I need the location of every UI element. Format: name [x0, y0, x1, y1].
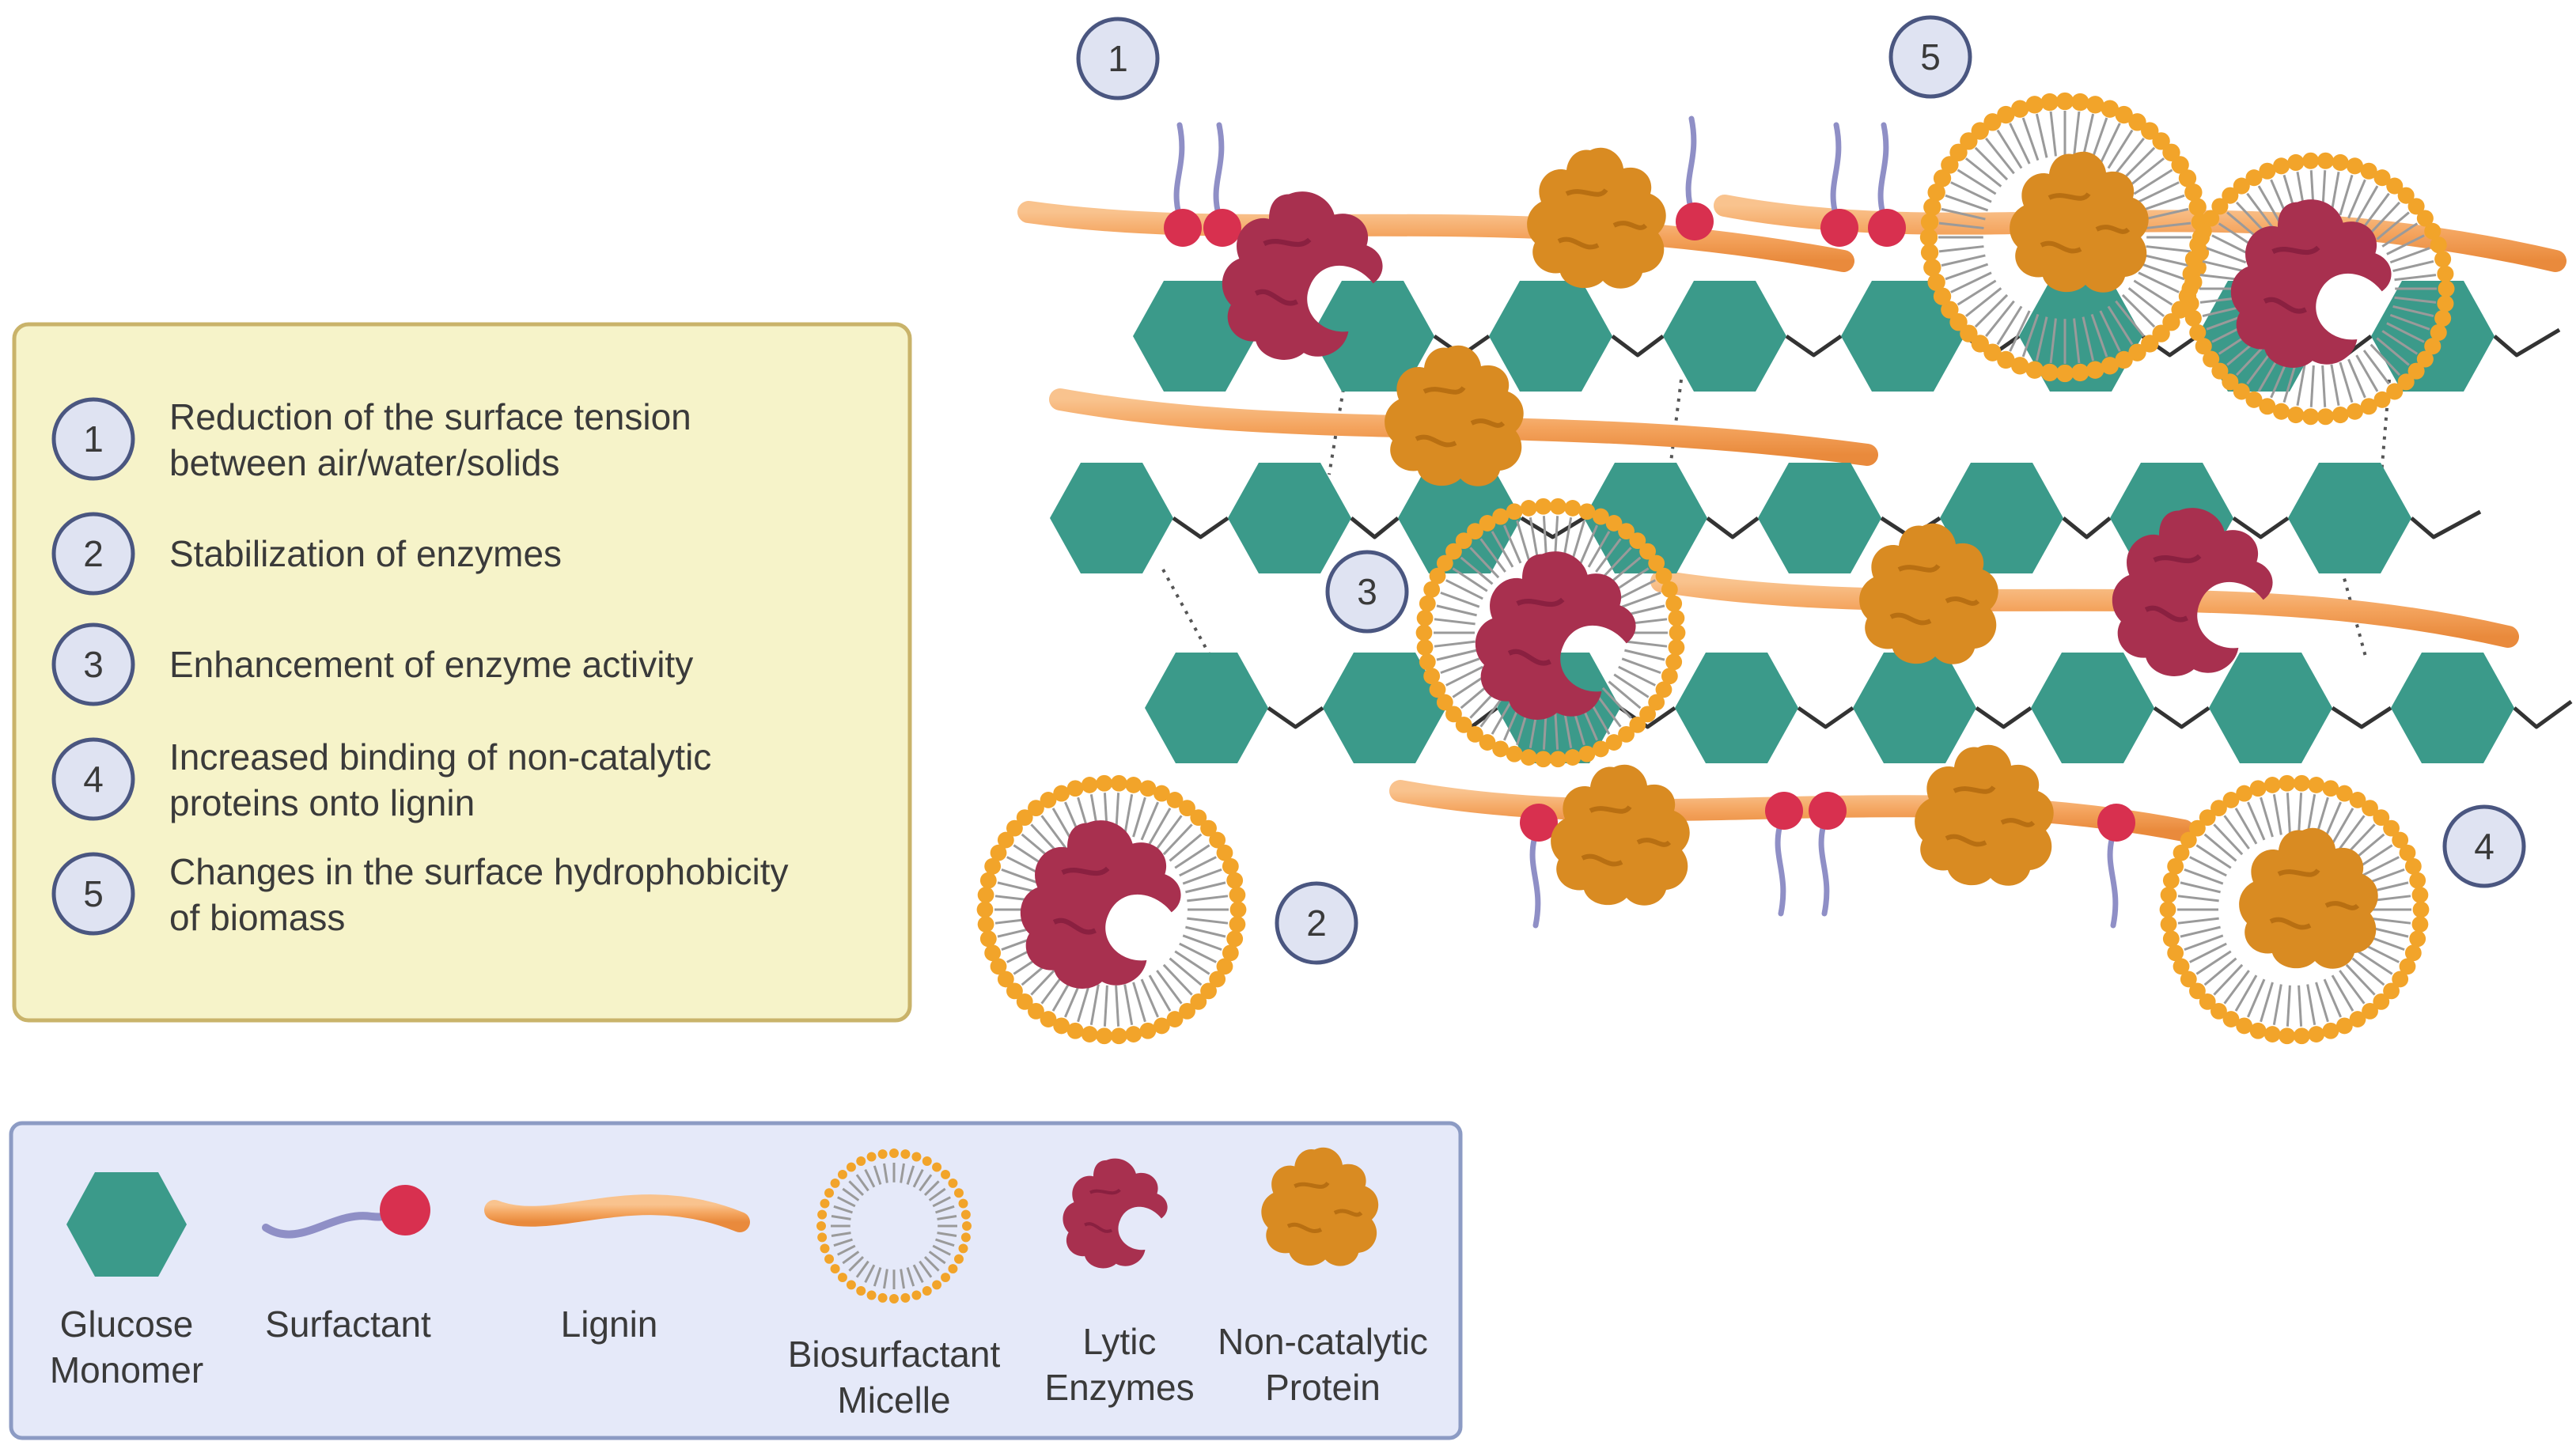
- surfactant: [2097, 804, 2135, 925]
- non-catalytic-protein: [1915, 745, 2054, 886]
- callout-number: 3: [83, 644, 104, 685]
- callout-2: 2: [1275, 881, 1358, 965]
- key-item-text: Changes in the surface hydrophobicity: [169, 851, 788, 892]
- glucose-monomer: [1050, 463, 1173, 573]
- glucose-monomer: [1675, 653, 1798, 763]
- key-number-3: 3: [51, 622, 135, 706]
- lytic-enzyme: [1021, 820, 1181, 989]
- legend-label: Non-catalytic: [1218, 1321, 1428, 1362]
- key-item-text: of biomass: [169, 897, 345, 938]
- glucose-monomer: [2031, 653, 2154, 763]
- glucose-monomer: [2209, 653, 2332, 763]
- glucose-monomer: [1758, 463, 1881, 573]
- key-number-4: 4: [51, 737, 135, 821]
- glucose-monomer: [1841, 281, 1964, 392]
- surfactant: [1809, 792, 1847, 914]
- callout-number: 4: [2474, 826, 2495, 867]
- glucose-monomer: [2288, 463, 2411, 573]
- callout-number: 2: [83, 533, 104, 574]
- lignin-strand: [1650, 570, 2519, 648]
- callout-markers: 1 5 3 2 4: [1076, 15, 2526, 965]
- legend-label: Micelle: [837, 1379, 950, 1421]
- biosurfactant-micelle: [976, 774, 1247, 1045]
- glucose-chain: [1050, 463, 2482, 573]
- surfactant: [1820, 125, 1858, 247]
- biosurfactant-micelle: [2159, 774, 2430, 1045]
- lignin-strand: [1017, 201, 1854, 272]
- legend-label: Protein: [1265, 1367, 1381, 1408]
- glucose-monomer: [1311, 281, 1434, 392]
- glucose-monomer: [2391, 653, 2514, 763]
- key-box: [12, 322, 912, 1023]
- callout-4: 4: [2442, 804, 2526, 888]
- biosurfactant-micelle: [1919, 92, 2210, 383]
- legend-label: Glucose: [60, 1304, 194, 1345]
- legend-label: Surfactant: [265, 1304, 431, 1345]
- callout-number: 2: [1306, 902, 1327, 944]
- key-number-1: 1: [51, 397, 135, 481]
- biosurfactant-micelle: [1415, 498, 1686, 768]
- glucose-monomer-icon: [66, 1172, 187, 1277]
- legend-label: Lytic: [1083, 1321, 1157, 1362]
- key-item-text: Stabilization of enzymes: [169, 533, 562, 574]
- key-list: 1 Reduction of the surface tension between…: [51, 396, 788, 938]
- surfactant: [1676, 119, 1714, 240]
- surfactant: [1203, 125, 1241, 247]
- glucose-monomer: [1323, 653, 1446, 763]
- legend-label: Monomer: [50, 1349, 203, 1391]
- glucose-monomer: [1489, 281, 1612, 392]
- non-catalytic-protein: [1551, 765, 1690, 906]
- glucose-monomer: [1145, 653, 1268, 763]
- biosurfactant-micelle: [2181, 152, 2455, 426]
- callout-number: 1: [83, 418, 104, 460]
- key-item-text: between air/water/solids: [169, 442, 559, 483]
- callout-number: 3: [1357, 571, 1377, 612]
- key-number-2: 2: [51, 512, 135, 596]
- non-catalytic-protein: [1527, 148, 1666, 289]
- legend-box: [9, 1121, 1463, 1440]
- legend-label: Biosurfactant: [788, 1334, 1001, 1375]
- biomass-illustration: [976, 92, 2573, 1045]
- legend-micelle: [816, 1148, 972, 1304]
- legend-label: Lignin: [561, 1304, 658, 1345]
- glucose-monomer: [1133, 281, 1256, 392]
- glucose-monomer: [1663, 281, 1786, 392]
- surfactant: [1868, 125, 1906, 247]
- glucose-monomer: [1398, 463, 1521, 573]
- surfactant: [1765, 792, 1803, 914]
- key-item-text: Increased binding of non-catalytic: [169, 736, 711, 778]
- callout-1: 1: [1076, 17, 1160, 100]
- glucose-monomer: [1228, 463, 1351, 573]
- key-number-5: 5: [51, 852, 135, 936]
- non-catalytic-protein: [2010, 152, 2149, 293]
- key-item-text: proteins onto lignin: [169, 782, 475, 823]
- non-catalytic-protein: [2239, 828, 2378, 969]
- callout-number: 4: [83, 759, 104, 800]
- callout-5: 5: [1888, 15, 1972, 99]
- glucose-monomer: [1853, 653, 1976, 763]
- callout-3: 3: [1325, 550, 1409, 634]
- callout-number: 1: [1108, 38, 1128, 79]
- key-item-text: Reduction of the surface tension: [169, 396, 691, 437]
- callout-number: 5: [83, 873, 104, 914]
- surfactant-icon: [262, 1185, 430, 1239]
- callout-number: 5: [1920, 36, 1941, 78]
- surfactant: [1520, 804, 1558, 925]
- key-item-text: Enhancement of enzyme activity: [169, 644, 693, 685]
- legend-label: Enzymes: [1044, 1367, 1194, 1408]
- surfactant: [1164, 125, 1202, 247]
- lignin-icon: [484, 1194, 750, 1232]
- glucose-chain: [1145, 653, 2573, 763]
- biosurfactant-micelle-icon: [816, 1148, 972, 1304]
